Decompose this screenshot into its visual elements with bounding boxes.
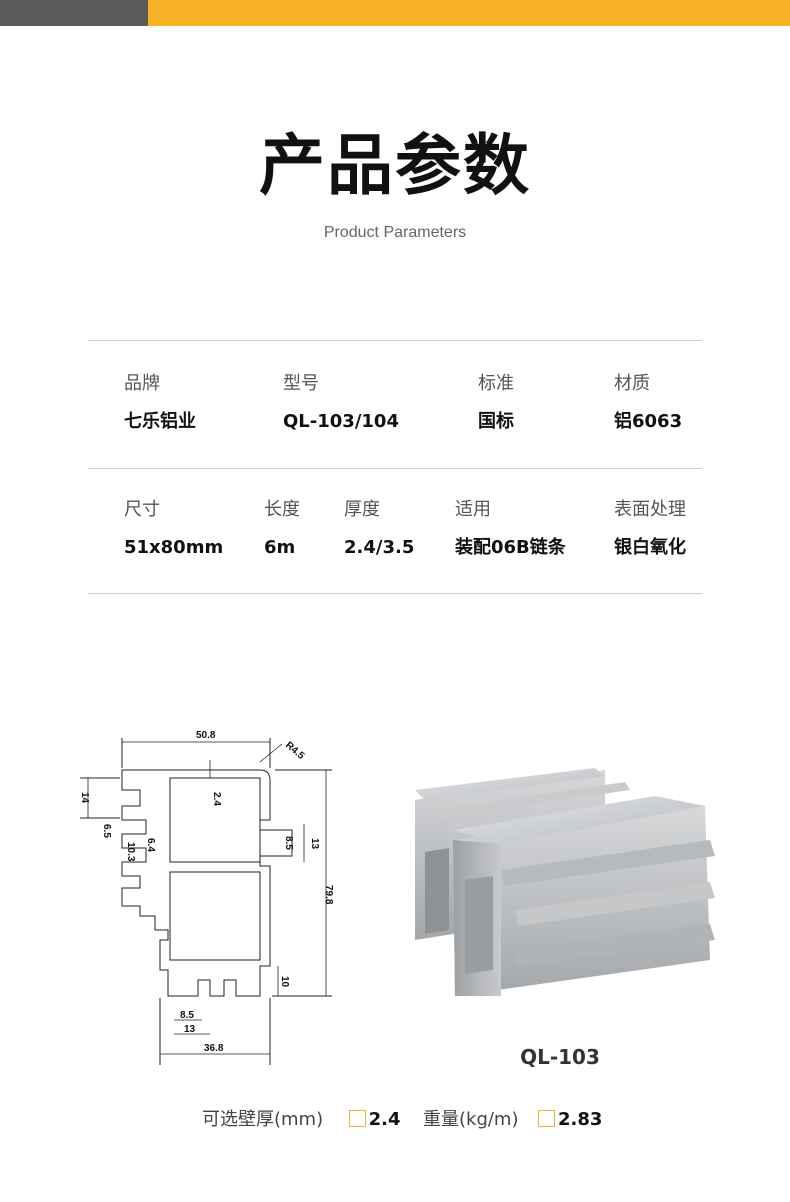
profile-slot (425, 848, 449, 934)
weight-option: 重量(kg/m) 2.83 (423, 1105, 602, 1131)
divider-bottom (88, 593, 702, 594)
profile-rib (515, 882, 715, 926)
spec-value: 七乐铝业 (124, 411, 196, 432)
weight-checkbox[interactable] (537, 1110, 555, 1127)
upper-chamber (169, 777, 261, 863)
profile-cross-section-drawing: 50.8 R4.5 79.8 14 6.5 10.3 6.4 2.4 8.5 1… (79, 730, 334, 1065)
spec-material: 材质 铝6063 (614, 372, 682, 434)
dim-top-width: 50.8 (196, 730, 216, 741)
profile-back-rib (435, 782, 630, 818)
spec-value: 51x80mm (124, 537, 224, 558)
divider-middle (88, 468, 702, 469)
dim-right-slot-outer: 13 (309, 838, 320, 850)
dim-wall: 2.4 (211, 792, 222, 806)
profile-slot (465, 876, 493, 974)
dim-bottom-slot-width: 13 (184, 1024, 196, 1035)
dim-bottom-width: 36.8 (204, 1043, 224, 1054)
profile-back-rib (415, 768, 605, 800)
dim-bottom-slot-opening: 8.5 (180, 1010, 194, 1021)
dim-total-height: 79.8 (323, 885, 334, 905)
dim-right-slot: 8.5 (283, 836, 294, 850)
profile-rib (515, 924, 715, 966)
dim-slot-inner: 10.3 (125, 842, 136, 862)
thickness-option: 可选壁厚(mm) 2.4 (202, 1105, 400, 1131)
page-subtitle: Product Parameters (323, 224, 467, 241)
thickness-value: 2.4 (368, 1109, 401, 1130)
spec-label: 品牌 (124, 373, 160, 394)
spec-model: 型号 QL-103/104 (283, 372, 399, 434)
spec-brand: 品牌 七乐铝业 (124, 372, 196, 434)
spec-surface: 表面处理 银白氧化 (614, 498, 686, 560)
product-model-label: QL-103 (520, 1045, 600, 1069)
spec-label: 厚度 (344, 499, 380, 520)
thickness-checkbox[interactable] (348, 1110, 366, 1127)
weight-label: 重量(kg/m) (423, 1109, 519, 1130)
divider-top (88, 340, 702, 341)
spec-length: 长度 6m (264, 498, 300, 560)
weight-value: 2.83 (557, 1109, 603, 1130)
dim-slot-opening: 6.4 (145, 838, 156, 852)
page-title: 产品参数 (259, 127, 531, 204)
spec-application: 适用 装配06B链条 (455, 498, 566, 560)
dim-slot-depth: 14 (79, 792, 90, 804)
profile-front-top (453, 796, 705, 844)
spec-label: 适用 (455, 499, 491, 520)
product-photo (415, 768, 715, 996)
dim-slot-gap: 6.5 (101, 824, 112, 838)
dim-bottom-slot-height: 10 (279, 976, 290, 988)
spec-label: 表面处理 (614, 499, 686, 520)
top-bar-dark-segment (0, 0, 148, 26)
spec-label: 尺寸 (124, 499, 160, 520)
spec-label: 长度 (264, 499, 300, 520)
spec-label: 型号 (283, 373, 319, 394)
spec-value: 国标 (478, 411, 514, 432)
thickness-label: 可选壁厚(mm) (202, 1109, 324, 1130)
spec-value: 装配06B链条 (455, 537, 566, 558)
spec-value: QL-103/104 (283, 411, 399, 432)
top-bar-yellow-segment (148, 0, 790, 26)
spec-thickness: 厚度 2.4/3.5 (344, 498, 414, 560)
spec-value: 2.4/3.5 (344, 537, 415, 558)
spec-value: 铝6063 (614, 411, 683, 432)
spec-label: 材质 (614, 373, 650, 394)
profile-outline (121, 769, 293, 997)
dim-radius: R4.5 (283, 740, 307, 762)
top-accent-bar (0, 0, 790, 26)
spec-label: 标准 (478, 373, 514, 394)
spec-standard: 标准 国标 (478, 372, 514, 434)
spec-value: 6m (264, 537, 296, 558)
spec-value: 银白氧化 (614, 537, 686, 558)
spec-size: 尺寸 51x80mm (124, 498, 223, 560)
profile-rib (501, 840, 715, 886)
lower-chamber (169, 871, 261, 961)
